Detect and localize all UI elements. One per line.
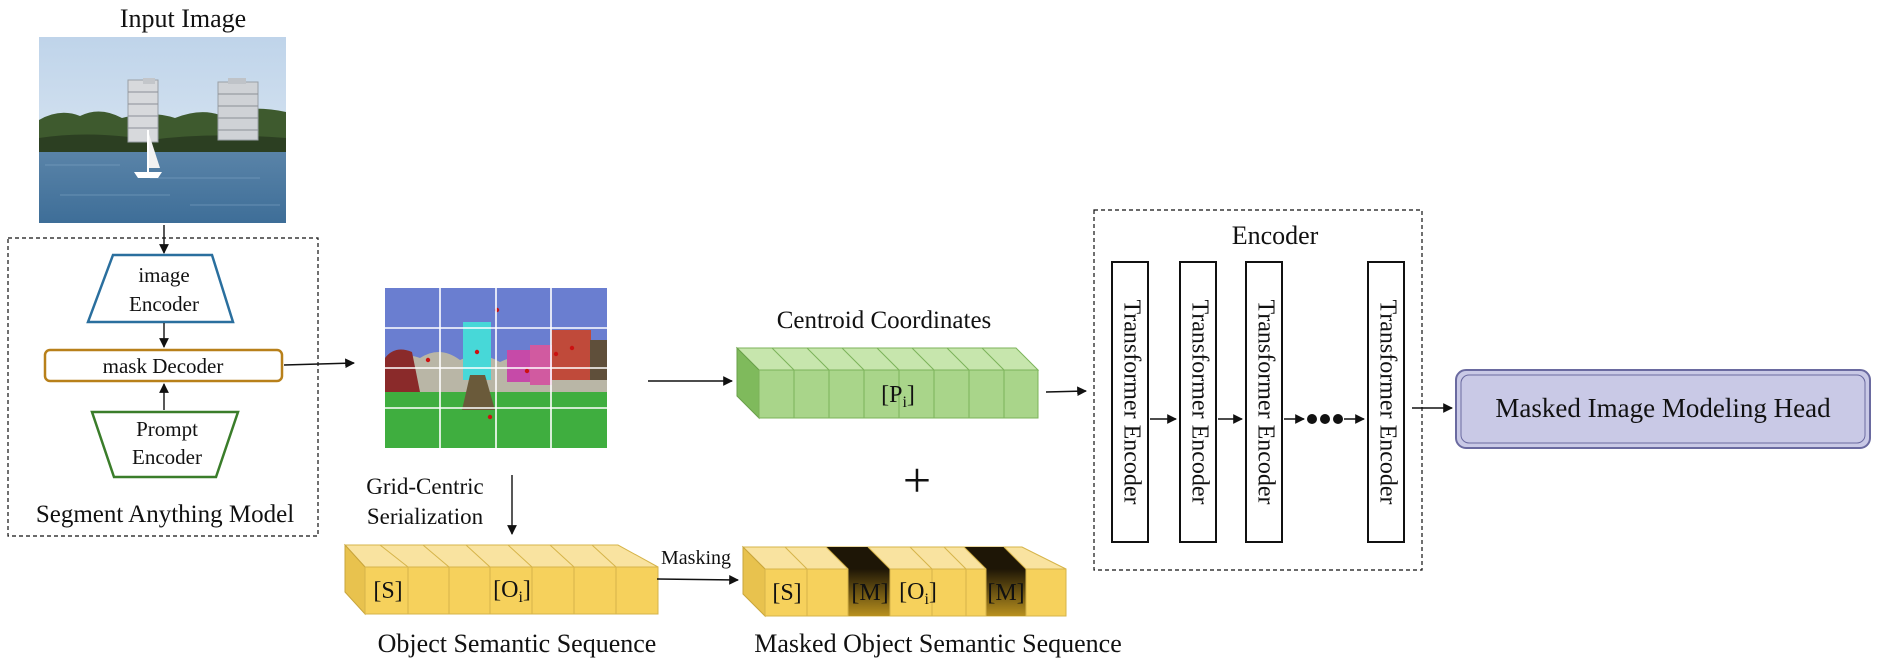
ellipsis-dots: [1307, 414, 1343, 424]
sam-label: Segment Anything Model: [36, 501, 294, 528]
object-seq-token-o: [Oi]: [493, 577, 531, 606]
encoder-container: [1093, 209, 1423, 571]
masked-seq-token-o-close: ]: [929, 579, 937, 605]
object-sequence-caption: Object Semantic Sequence: [378, 629, 657, 658]
masked-sequence-caption: Masked Object Semantic Sequence: [754, 629, 1122, 658]
centroid-title: Centroid Coordinates: [777, 307, 992, 334]
prompt-encoder-label-line2: Encoder: [132, 445, 202, 469]
prompt-encoder-label-line1: Prompt: [136, 417, 198, 441]
encoder-title: Encoder: [1232, 221, 1319, 250]
centroid-token-open: [P: [881, 382, 902, 408]
image-encoder-label-line2: Encoder: [129, 292, 199, 316]
masked-seq-token-o: [Oi]: [899, 579, 937, 608]
input-image-photo: [39, 37, 286, 223]
masked-sequence-block: [S] [M] [Oi] [M]: [741, 545, 1067, 618]
masked-seq-token-o-sub: i: [924, 591, 929, 608]
image-encoder-block: image Encoder: [86, 253, 235, 324]
masked-seq-token-o-open: [O: [899, 579, 924, 605]
serialization-label-line2: Serialization: [367, 504, 484, 529]
mask-decoder-label: mask Decoder: [103, 354, 224, 378]
object-seq-token-o-sub: i: [518, 589, 523, 606]
masked-seq-token-s: [S]: [772, 580, 801, 606]
object-sequence-block: [S] [Oi]: [343, 543, 659, 616]
centroid-token-sub: i: [902, 394, 907, 411]
object-seq-token-s: [S]: [373, 578, 402, 604]
centroid-token-block: [Pi]: [735, 346, 1040, 420]
image-encoder-label-line1: image: [138, 263, 189, 287]
object-seq-token-o-open: [O: [493, 577, 518, 603]
centroid-token-close: ]: [907, 382, 915, 408]
prompt-encoder-block: Prompt Encoder: [90, 410, 240, 479]
transformer-encoder-1-label: Transformer Encoder: [1118, 299, 1144, 504]
transformer-encoder-4-label: Transformer Encoder: [1374, 299, 1400, 504]
masked-seq-token-m1: [M]: [851, 580, 888, 606]
transformer-encoder-1: Transformer Encoder: [1111, 261, 1149, 543]
masking-label: Masking: [661, 547, 731, 569]
plus-sign: +: [903, 452, 931, 508]
transformer-encoder-2: Transformer Encoder: [1179, 261, 1217, 543]
transformer-encoder-2-label: Transformer Encoder: [1186, 299, 1212, 504]
object-seq-token-o-close: ]: [523, 577, 531, 603]
input-image-title: Input Image: [120, 4, 246, 33]
mask-decoder-block: mask Decoder: [43, 348, 284, 383]
transformer-encoder-4: Transformer Encoder: [1367, 261, 1405, 543]
mim-head-label: Masked Image Modeling Head: [1495, 393, 1831, 423]
serialization-label-line1: Grid-Centric: [366, 474, 484, 499]
sam-container: [7, 237, 319, 537]
segmentation-map: [385, 288, 607, 448]
masked-seq-token-m2: [M]: [987, 580, 1024, 606]
mim-head-block: Masked Image Modeling Head: [1455, 369, 1871, 449]
transformer-encoder-3-label: Transformer Encoder: [1252, 299, 1278, 504]
transformer-encoder-3: Transformer Encoder: [1245, 261, 1283, 543]
centroid-token-text: [Pi]: [881, 382, 915, 411]
